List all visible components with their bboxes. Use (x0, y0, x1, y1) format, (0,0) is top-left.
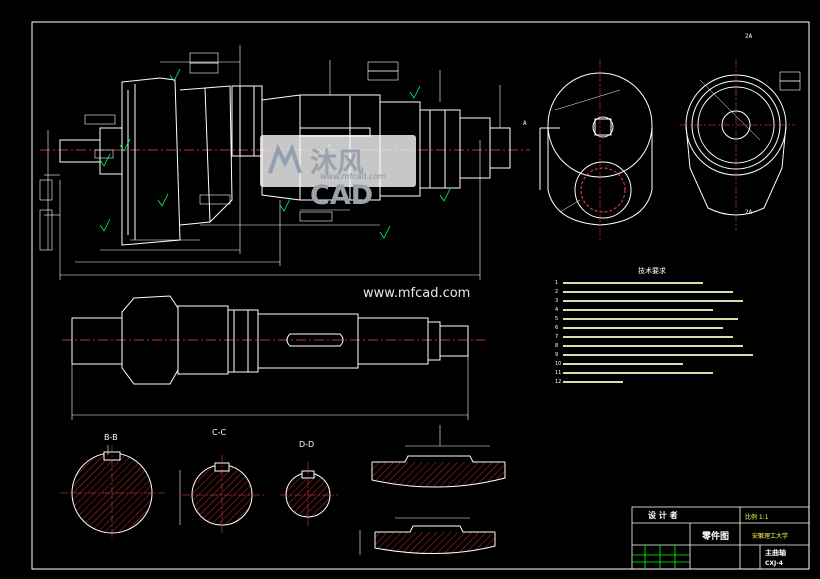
view-markers: 2A 2A A (523, 33, 753, 216)
technical-note-text-bar (563, 380, 623, 383)
technical-note-text-bar (563, 362, 683, 365)
technical-note-line: 6 (555, 325, 723, 331)
technical-note-number: 1 (555, 280, 559, 286)
technical-note-number: 12 (555, 379, 562, 385)
logo-url: www.mfcad.com (320, 172, 387, 181)
svg-text:2A: 2A (745, 33, 753, 40)
technical-note-text-bar (563, 326, 723, 329)
technical-note-text-bar (563, 281, 703, 284)
section-d-d (280, 462, 338, 528)
technical-note-number: 6 (555, 325, 559, 331)
section-c-label: C-C (212, 428, 227, 437)
technical-note-line: 7 (555, 334, 733, 340)
section-c-c (179, 455, 265, 535)
technical-note-number: 11 (555, 370, 562, 376)
site-watermark: www.mfcad.com (363, 286, 471, 301)
watermark-logo: 沐风CAD www.mfcad.com (260, 135, 416, 211)
scale-ratio: 比例 1:1 (745, 514, 769, 521)
technical-note-text-bar (563, 317, 738, 320)
section-b-b (60, 445, 165, 540)
sheet-border (31, 21, 810, 570)
tolerance-frames (39, 52, 399, 251)
technical-note-text-bar (563, 308, 713, 311)
technical-note-number: 7 (555, 334, 559, 340)
svg-text:A: A (523, 120, 527, 127)
technical-note-text-bar (563, 335, 733, 338)
technical-note-line: 2 (555, 289, 733, 295)
drawing-number: CXJ-4 (765, 560, 783, 567)
technical-note-number: 3 (555, 298, 559, 304)
secondary-elevation-view (62, 295, 485, 420)
section-d-label: D-D (299, 440, 315, 449)
technical-note-line: 12 (555, 379, 623, 385)
technical-note-line: 11 (555, 370, 713, 376)
technical-note-line: 5 (555, 316, 738, 322)
technical-notes-title: 技术要求 (638, 267, 666, 275)
part-name: 主曲轴 (765, 549, 786, 557)
technical-note-line: 8 (555, 343, 743, 349)
drawing-type: 零件图 (702, 532, 730, 542)
keyway-detail-lower (359, 517, 496, 555)
school-name: 安徽理工大学 (752, 533, 789, 540)
technical-note-text-bar (563, 299, 743, 302)
technical-note-text-bar (563, 353, 753, 356)
end-view-a (539, 60, 653, 240)
technical-note-line: 4 (555, 307, 713, 313)
title-block (631, 506, 810, 570)
main-elevation-view (40, 77, 530, 246)
logo-brand: 沐风CAD (310, 148, 374, 211)
technical-note-text-bar (563, 290, 733, 293)
technical-note-number: 10 (555, 361, 562, 367)
logo-mark-icon (268, 143, 302, 174)
designer-label: 设 计 者 (648, 511, 678, 520)
technical-note-line: 1 (555, 280, 703, 286)
keyway-detail-upper (371, 425, 506, 488)
technical-note-line: 10 (555, 361, 683, 367)
technical-note-text-bar (563, 371, 713, 374)
technical-note-text-bar (563, 344, 743, 347)
technical-note-number: 8 (555, 343, 559, 349)
section-b-label: B-B (104, 433, 118, 442)
svg-text:2A: 2A (745, 209, 753, 216)
technical-note-number: 5 (555, 316, 559, 322)
technical-note-number: 4 (555, 307, 559, 313)
technical-note-number: 2 (555, 289, 559, 295)
technical-note-line: 9 (555, 352, 753, 358)
main-view-dimensions (44, 45, 501, 280)
end-view-right (680, 60, 801, 230)
technical-note-line: 3 (555, 298, 743, 304)
technical-note-number: 9 (555, 352, 559, 358)
